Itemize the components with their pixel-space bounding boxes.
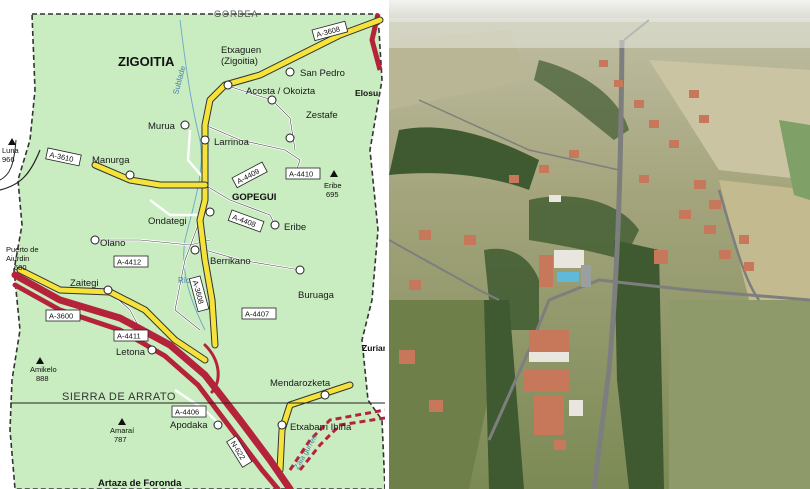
road-tag-a4411: A-4411 [113, 329, 149, 342]
label-gopegui: GOPEGUI [232, 192, 276, 203]
town-acosta: Acosta / Okoizta [246, 86, 316, 97]
label-zigoitia: ZIGOITIA [118, 54, 175, 69]
road-tag-a4407: A-4407 [241, 307, 277, 320]
road-tag-a4412: A-4412 [113, 255, 149, 268]
label-rio: Río [178, 276, 191, 285]
road-tag-a3600: A-3600 [45, 309, 81, 322]
svg-text:A-3600: A-3600 [49, 312, 73, 321]
label-sierra: SIERRA DE ARRATO [62, 391, 176, 403]
peak-amarai-elev: 787 [114, 435, 127, 444]
road-tag-a4406: A-4406 [171, 405, 207, 418]
field-patches [389, 30, 810, 489]
town-zestafe: Zestafe [306, 110, 338, 121]
tree-belts [389, 60, 664, 489]
town-etxabarri: Etxabarri Ibiña [290, 422, 352, 433]
town-etxaguen-sub: (Zigoitia) [221, 56, 258, 67]
svg-text:A-4407: A-4407 [245, 310, 269, 319]
town-larrinoa: Larrinoa [214, 137, 250, 148]
peak-puerto-elev: 680 [14, 263, 27, 272]
planned-road-2 [298, 416, 385, 471]
road-tag-a3608: A-3608 [311, 20, 349, 42]
town-mendarozketa: Mendarozketa [270, 378, 331, 389]
label-artaza: Artaza de Foronda [98, 478, 182, 489]
svg-text:A-4410: A-4410 [289, 170, 313, 179]
road-tag-a3610: A-3610 [45, 147, 82, 167]
label-gorbea: GORBEA [214, 9, 259, 19]
peak-amikelo-elev: 888 [36, 374, 49, 383]
peak-luna: Luna [2, 146, 20, 155]
aerial-photo [389, 0, 810, 489]
town-buruaga: Buruaga [298, 290, 335, 301]
town-berrikano: Berrikano [210, 256, 251, 267]
horizon-haze [389, 18, 810, 48]
houses [399, 60, 754, 450]
peak-eribe-elev: 695 [326, 190, 339, 199]
river-sublade [179, 19, 206, 331]
peak-amarai: Amaraí [110, 426, 135, 435]
road-luna [0, 149, 41, 191]
town-etxaguen: Etxaguen [221, 45, 261, 56]
town-murua: Murua [148, 121, 176, 132]
main-roads [16, 16, 384, 474]
svg-text:A-4406: A-4406 [175, 408, 199, 417]
label-zurian: Zurian [362, 343, 385, 353]
planned-road [288, 408, 385, 471]
town-eribe: Eribe [284, 222, 306, 233]
peak-puerto2: Aiurdin [6, 254, 29, 263]
town-apodaka: Apodaka [170, 420, 208, 431]
town-letona: Letona [116, 347, 146, 358]
svg-text:A-4412: A-4412 [117, 258, 141, 267]
peak-markers [8, 138, 338, 425]
label-elosu: Elosu [355, 88, 378, 98]
road-tag-a4410: A-4410 [285, 167, 321, 180]
town-olano: Olano [100, 238, 125, 249]
town-manurga: Manurga [92, 155, 130, 166]
swimming-pool [557, 272, 579, 282]
peak-puerto: Puerto de [6, 245, 39, 254]
road-edge [0, 139, 17, 181]
peak-eribe-name: Eribe [324, 181, 342, 190]
town-san-pedro: San Pedro [300, 68, 345, 79]
town-zaitegi: Zaitegi [70, 278, 99, 289]
town-markers [90, 67, 330, 430]
town-ondategi: Ondategi [148, 216, 187, 227]
svg-text:A-4411: A-4411 [117, 332, 141, 341]
road-tag-a3608b: A-3608 [188, 275, 210, 313]
peak-luna-elev: 966 [2, 155, 15, 164]
photo-sky [389, 0, 810, 22]
road-map: ZIGOITIA GORBEA GOPEGUI SIERRA DE ARRATO… [0, 0, 385, 489]
peak-amikelo: Amikelo [30, 365, 57, 374]
